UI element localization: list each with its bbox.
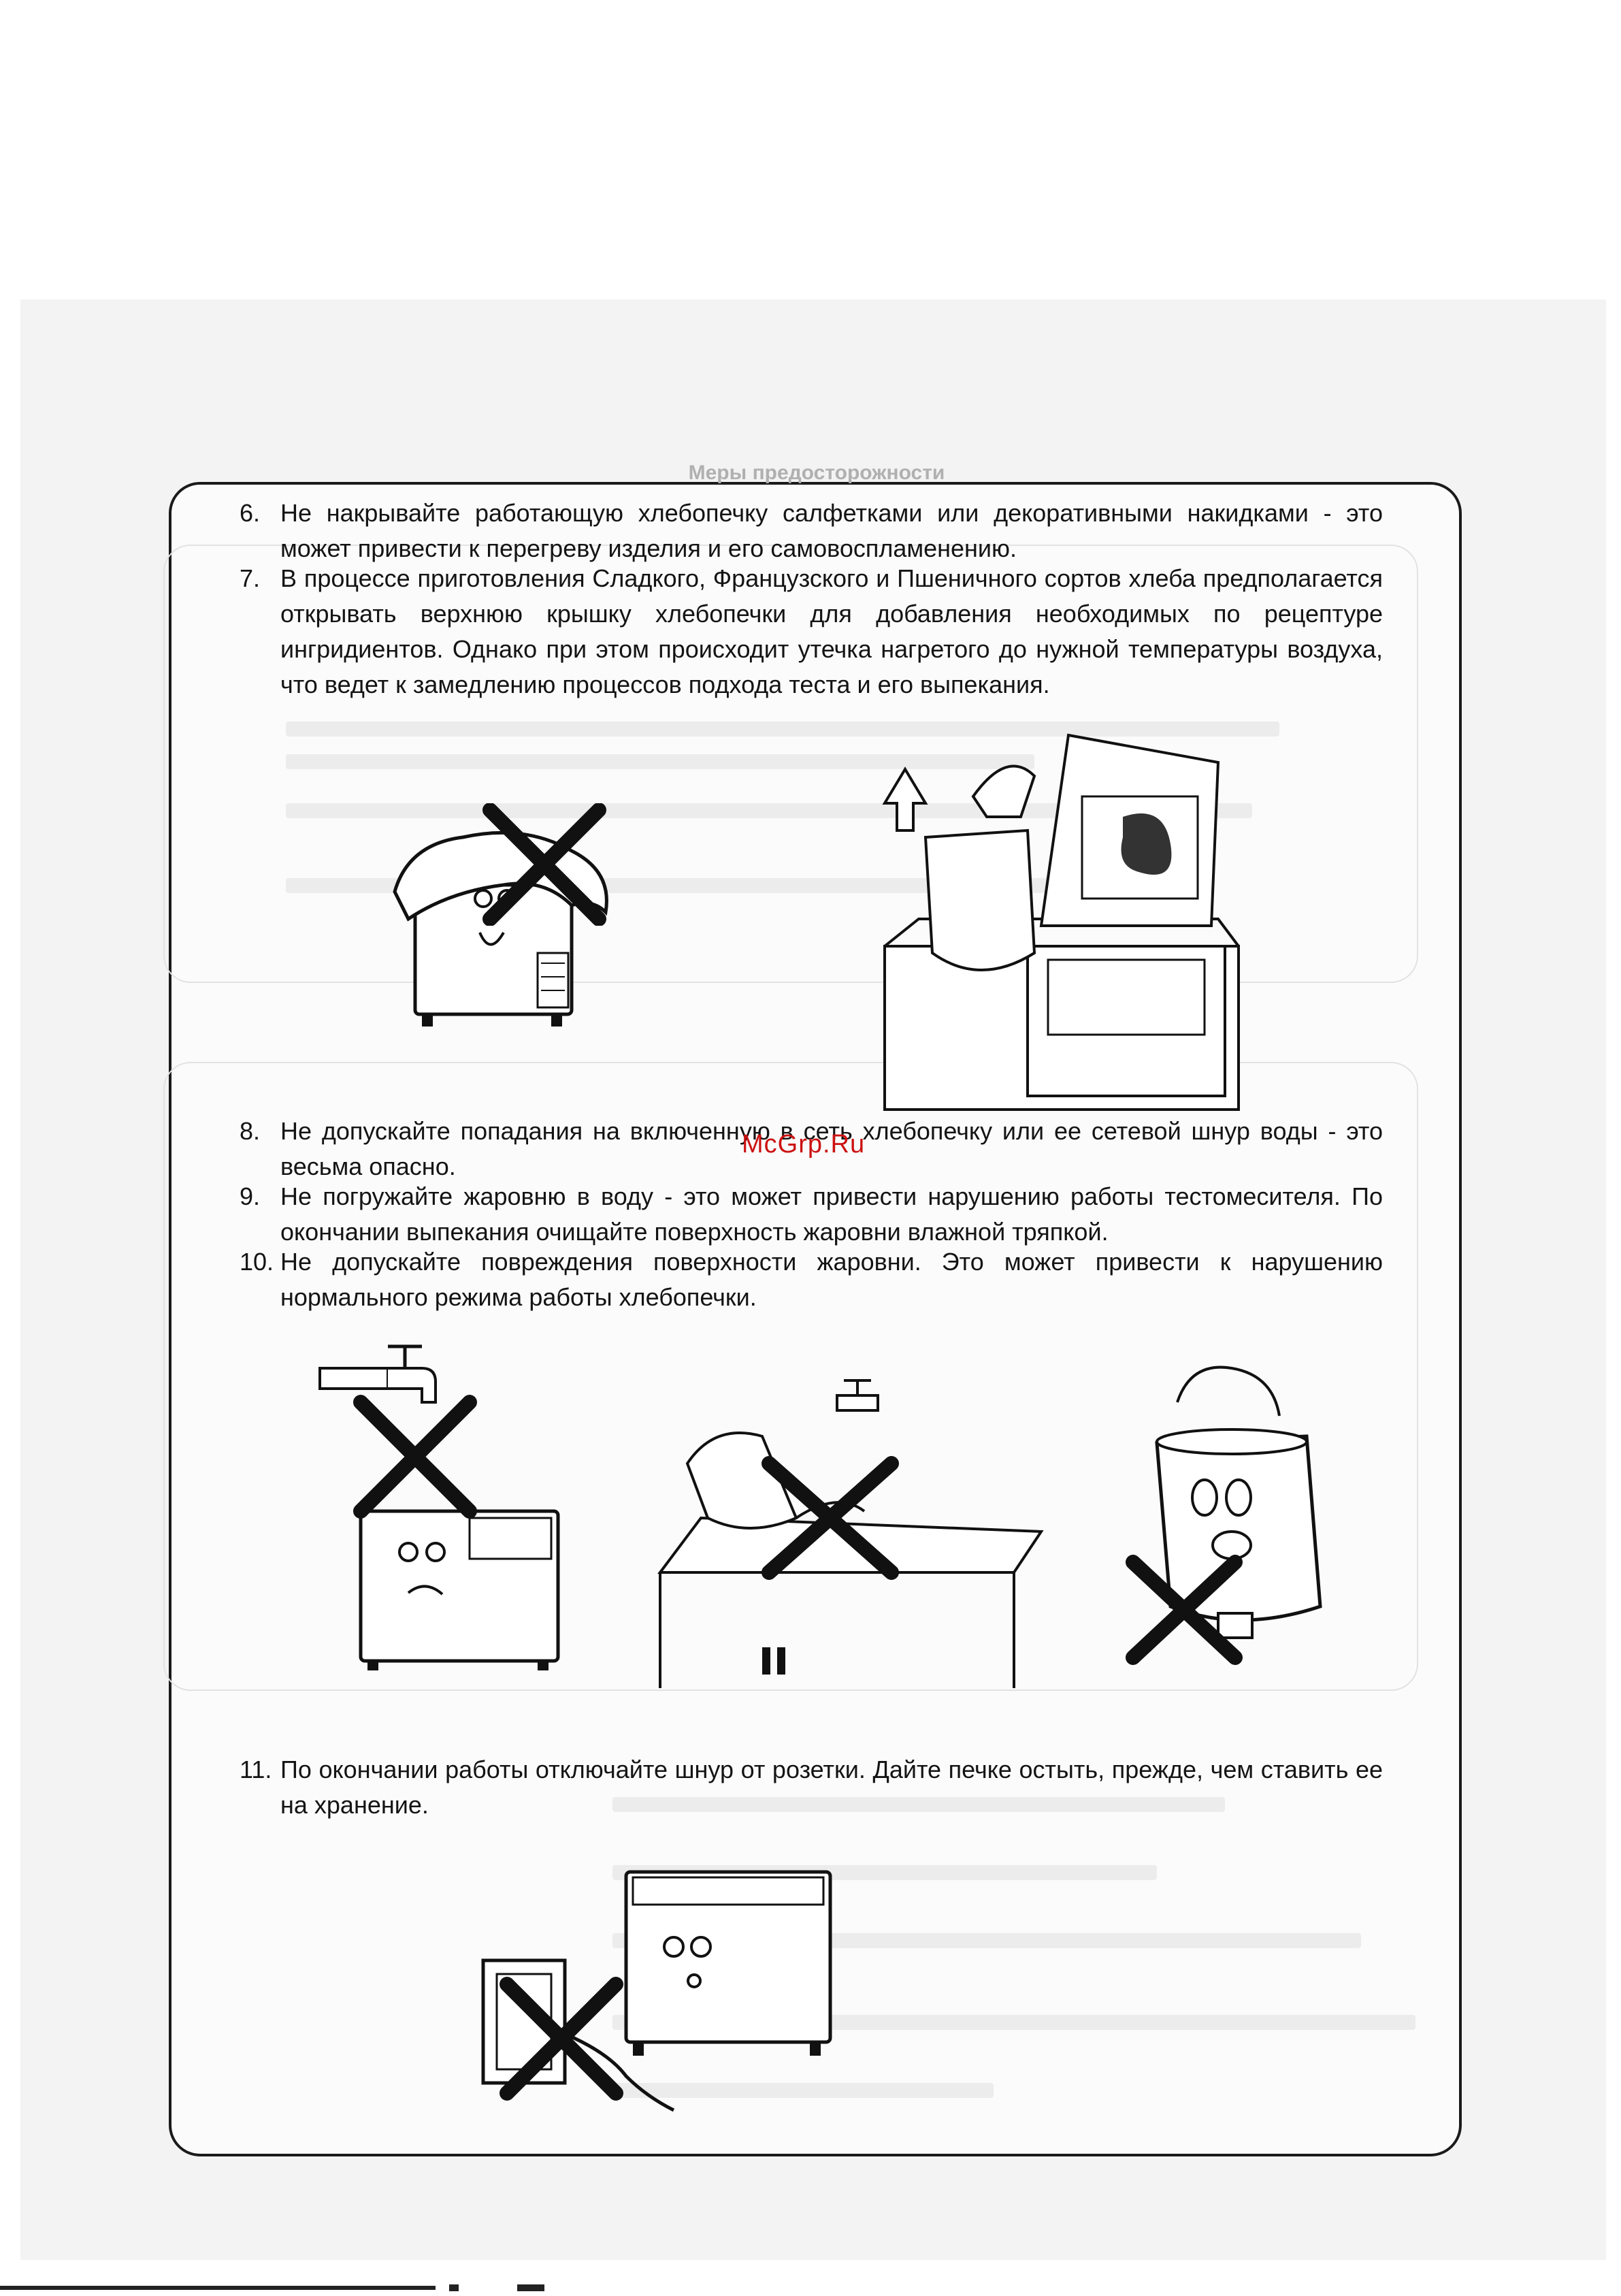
item-number: 7.: [240, 564, 261, 592]
item-text: По окончании работы отключайте шнур от р…: [280, 1756, 1383, 1819]
ghost-line: [286, 722, 1279, 737]
instruction-item-6: 6. Не накрывайте работающую хлебопечку с…: [240, 496, 1383, 566]
item-number: 8.: [240, 1117, 261, 1145]
item-number: 9.: [240, 1182, 261, 1210]
ghost-line: [612, 2083, 994, 2098]
instruction-item-11: 11. По окончании работы отключайте шнур …: [240, 1752, 1383, 1823]
scan-edge-marks: [0, 2283, 681, 2293]
ghost-line: [286, 754, 1034, 769]
open-lid-breadmaker-illustration: [878, 722, 1245, 1116]
section-heading: Меры предосторожности: [688, 462, 945, 484]
scratched-pan-illustration: [1130, 1361, 1347, 1675]
instruction-item-10: 10. Не допускайте повреждения поверхност…: [240, 1244, 1383, 1315]
item-text: Не накрывайте работающую хлебопечку салф…: [280, 499, 1383, 562]
cross-icon: [1123, 1552, 1245, 1668]
item-number: 10.: [240, 1248, 274, 1276]
watermark: McGrp.Ru: [742, 1130, 866, 1159]
ghost-box-middle: [163, 1062, 1418, 1691]
item-text: Не погружайте жаровню в воду - это может…: [280, 1182, 1383, 1246]
ghost-line: [612, 1797, 1225, 1812]
item-text: Не допускайте попадания на включенную в …: [280, 1117, 1383, 1180]
item-text: В процессе приготовления Сладкого, Франц…: [280, 564, 1383, 698]
instruction-item-7: 7. В процессе приготовления Сладкого, Фр…: [240, 561, 1383, 702]
ghost-box-top: [163, 545, 1418, 983]
item-number: 11.: [240, 1756, 272, 1783]
water-tap-breadmaker-illustration: [306, 1327, 578, 1681]
instruction-item-9: 9. Не погружайте жаровню в воду - это мо…: [240, 1179, 1383, 1250]
item-text: Не допускайте повреждения поверхности жа…: [280, 1248, 1383, 1311]
cross-icon: [497, 1974, 626, 2103]
cross-icon: [755, 1450, 905, 1586]
item-number: 6.: [240, 499, 261, 527]
cross-icon: [476, 803, 612, 926]
cross-icon: [347, 1389, 483, 1525]
instruction-item-8: 8. Не допускайте попадания на включенную…: [240, 1114, 1383, 1184]
